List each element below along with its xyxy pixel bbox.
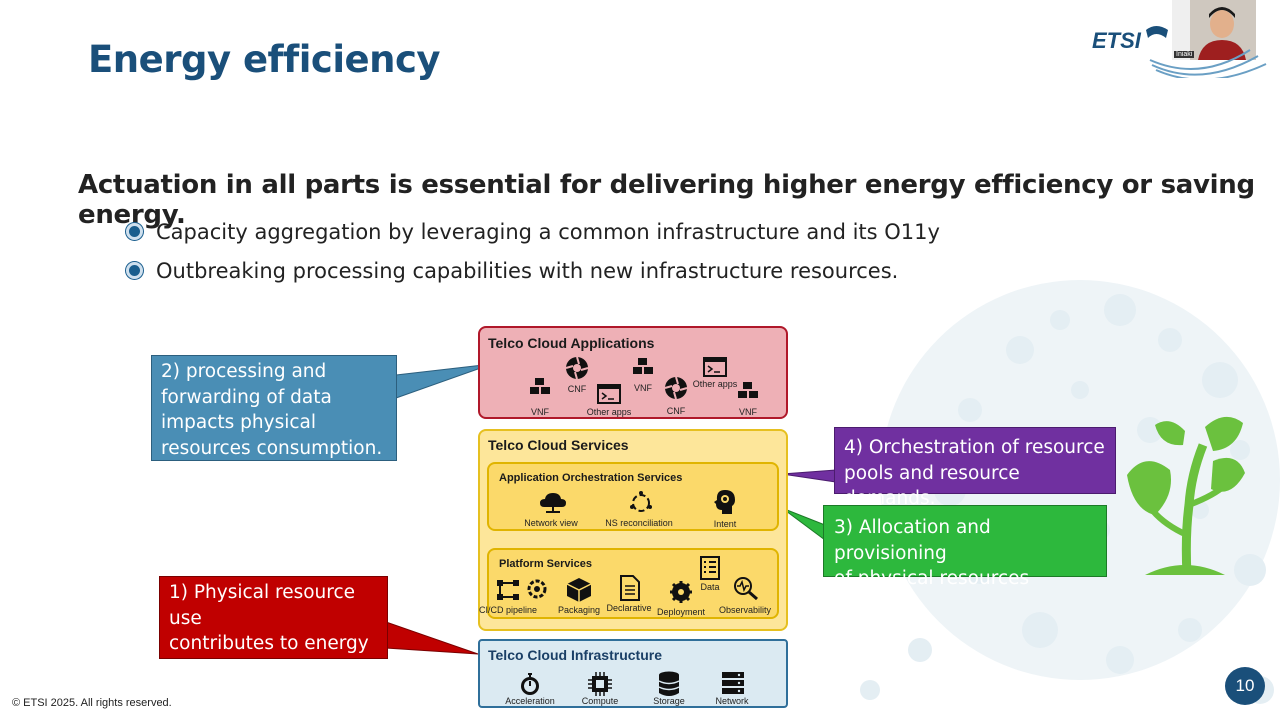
storage-database-icon <box>658 671 680 696</box>
deployment-label: Deployment <box>656 607 706 617</box>
presenter-avatar <box>1172 0 1256 60</box>
callout-line: consumption. <box>169 658 295 680</box>
slide-title: Energy efficiency <box>88 38 441 81</box>
callout-line: forwarding of data <box>161 386 332 408</box>
callout-line: of physical resources <box>834 568 1030 589</box>
bullet-text: Capacity aggregation by leveraging a com… <box>156 219 940 244</box>
declarative-label: Declarative <box>606 603 652 613</box>
other-apps-icon <box>597 384 621 404</box>
observability-icon <box>734 577 758 600</box>
ns-reconciliation-icon <box>630 491 652 512</box>
orchestration-title: Application Orchestration Services <box>499 472 683 484</box>
storage-label: Storage <box>653 696 685 706</box>
deployment-gear-icon <box>670 581 692 603</box>
other-apps-label: Other apps <box>586 407 632 417</box>
data-checklist-icon <box>700 556 720 580</box>
network-label: Network <box>715 696 749 706</box>
camera-name: Iniaki <box>1174 51 1195 58</box>
callout-line: 4) Orchestration of resource <box>844 437 1105 458</box>
callout-allocation-provisioning: 3) Allocation and provisioning of physic… <box>823 505 1107 589</box>
cnf-icon <box>565 356 589 380</box>
vnf-icon <box>633 358 653 374</box>
copyright-footer: © ETSI 2025. All rights reserved. <box>12 697 172 709</box>
compute-chip-icon <box>588 672 612 696</box>
webcam-thumbnail: Iniaki <box>1172 0 1256 60</box>
callout-line: 3) Allocation and provisioning <box>834 517 991 564</box>
acceleration-label: Acceleration <box>505 696 555 706</box>
ns-reconciliation-label: NS reconciliation <box>605 518 673 528</box>
platform-title: Platform Services <box>499 558 592 570</box>
packaging-icon <box>566 578 592 602</box>
telco-cloud-infrastructure-box: Telco Cloud Infrastructure Acceleration … <box>478 639 788 708</box>
packaging-label: Packaging <box>557 605 601 615</box>
vnf-label: VNF <box>739 407 757 417</box>
other-apps-label: Other apps <box>692 379 738 389</box>
bullet-item: Capacity aggregation by leveraging a com… <box>126 212 940 251</box>
vnf-icon <box>738 382 758 398</box>
bullet-text: Outbreaking processing capabilities with… <box>156 258 899 283</box>
page-number-badge: 10 <box>1225 667 1265 705</box>
cnf-label: CNF <box>567 384 587 394</box>
callout-line: resources consumption. <box>161 437 383 459</box>
application-orchestration-box: Application Orchestration Services Netwo… <box>487 462 779 531</box>
services-title: Telco Cloud Services <box>488 437 629 453</box>
network-view-label: Network view <box>524 518 578 528</box>
callout-line: contributes to energy <box>169 633 369 654</box>
vnf-label: VNF <box>531 407 549 417</box>
compute-label: Compute <box>581 696 619 706</box>
etsi-logo: ETSI <box>1092 26 1267 78</box>
vnf-label: VNF <box>634 383 652 393</box>
packaging-gear-icon <box>527 579 547 599</box>
bullet-item: Outbreaking processing capabilities with… <box>126 251 940 290</box>
intent-icon <box>714 490 735 514</box>
applications-title: Telco Cloud Applications <box>488 335 655 351</box>
callout-physical-resource-use: 1) Physical resource use contributes to … <box>159 576 388 680</box>
svg-text:ETSI: ETSI <box>1092 28 1142 53</box>
other-apps-icon <box>703 357 727 377</box>
bullet-icon <box>126 262 143 279</box>
platform-services-box: Platform Services CI/CD pipeline Packagi… <box>479 548 779 619</box>
bullet-icon <box>126 223 143 240</box>
observability-label: Observability <box>718 605 772 615</box>
intent-label: Intent <box>713 519 737 529</box>
network-server-icon <box>722 672 744 694</box>
data-label: Data <box>700 582 720 592</box>
callout-line: pools and resource demands. <box>844 462 1020 510</box>
cnf-icon <box>664 376 688 400</box>
telco-cloud-applications-box: Telco Cloud Applications VNF CNF Other a… <box>478 326 788 419</box>
plant-sprout-icon <box>1127 416 1245 575</box>
acceleration-stopwatch-icon <box>521 673 539 695</box>
callout-line: 1) Physical resource use <box>169 582 356 629</box>
declarative-document-icon <box>620 575 640 601</box>
cicd-pipeline-icon <box>497 580 519 600</box>
cicd-pipeline-label: CI/CD pipeline <box>478 605 538 615</box>
callout-processing-forwarding: 2) processing and forwarding of data imp… <box>151 355 397 461</box>
callout-line: impacts physical <box>161 412 317 433</box>
vnf-icon <box>530 378 550 394</box>
callout-orchestration: 4) Orchestration of resource pools and r… <box>834 427 1116 509</box>
infrastructure-title: Telco Cloud Infrastructure <box>488 647 662 663</box>
bullet-list: Capacity aggregation by leveraging a com… <box>126 212 940 290</box>
network-view-icon <box>540 493 566 513</box>
callout-line: 2) processing and <box>161 361 327 382</box>
cnf-label: CNF <box>666 406 686 416</box>
